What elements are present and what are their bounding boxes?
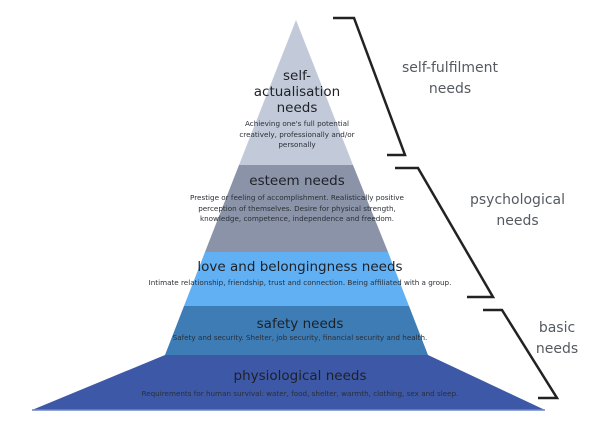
group-label-basic: basic needs: [527, 318, 587, 360]
title-line: needs: [276, 100, 318, 116]
title-line: actualisation: [253, 84, 341, 100]
level-safety: safety needs Safety and security. Shelte…: [120, 316, 480, 344]
level-description: Prestige or feeling of accomplishment. R…: [190, 193, 404, 223]
group-label-psychological: psychological needs: [455, 190, 580, 232]
level-title: safety needs: [256, 316, 344, 332]
level-description: Requirements for human survival: water, …: [141, 389, 459, 398]
group-label-line: needs: [535, 341, 579, 357]
level-title: physiological needs: [233, 368, 367, 384]
level-esteem: esteem needs Prestige or feeling of acco…: [186, 173, 408, 225]
level-title: esteem needs: [249, 173, 345, 189]
group-label-line: self-fulfilment: [401, 60, 499, 76]
level-self-actualisation-shape: [239, 20, 353, 165]
bracket-psychological: [395, 166, 496, 299]
bracket-self-fulfilment: [333, 16, 407, 157]
level-love-shape: [184, 252, 409, 306]
title-line: self-: [283, 68, 311, 84]
level-description: Intimate relationship, friendship, trust…: [148, 278, 452, 287]
group-label-line: needs: [496, 213, 539, 229]
group-label-line: psychological: [470, 192, 565, 208]
group-label-line: needs: [428, 81, 472, 97]
level-esteem-shape: [205, 165, 388, 252]
bracket-basic: [483, 308, 560, 400]
level-title: love and belongingness needs: [197, 259, 403, 275]
group-label-self-fulfilment: self-fulfilment needs: [380, 58, 520, 100]
group-label-line: basic: [538, 320, 576, 336]
level-description: Achieving one's full potential creativel…: [239, 119, 355, 149]
level-physiological-shape: [32, 355, 545, 410]
level-physiological: physiological needs Requirements for hum…: [90, 368, 510, 400]
level-love: love and belongingness needs Intimate re…: [135, 259, 465, 289]
level-safety-shape: [165, 306, 428, 355]
level-description: Safety and security. Shelter, job securi…: [172, 333, 428, 342]
